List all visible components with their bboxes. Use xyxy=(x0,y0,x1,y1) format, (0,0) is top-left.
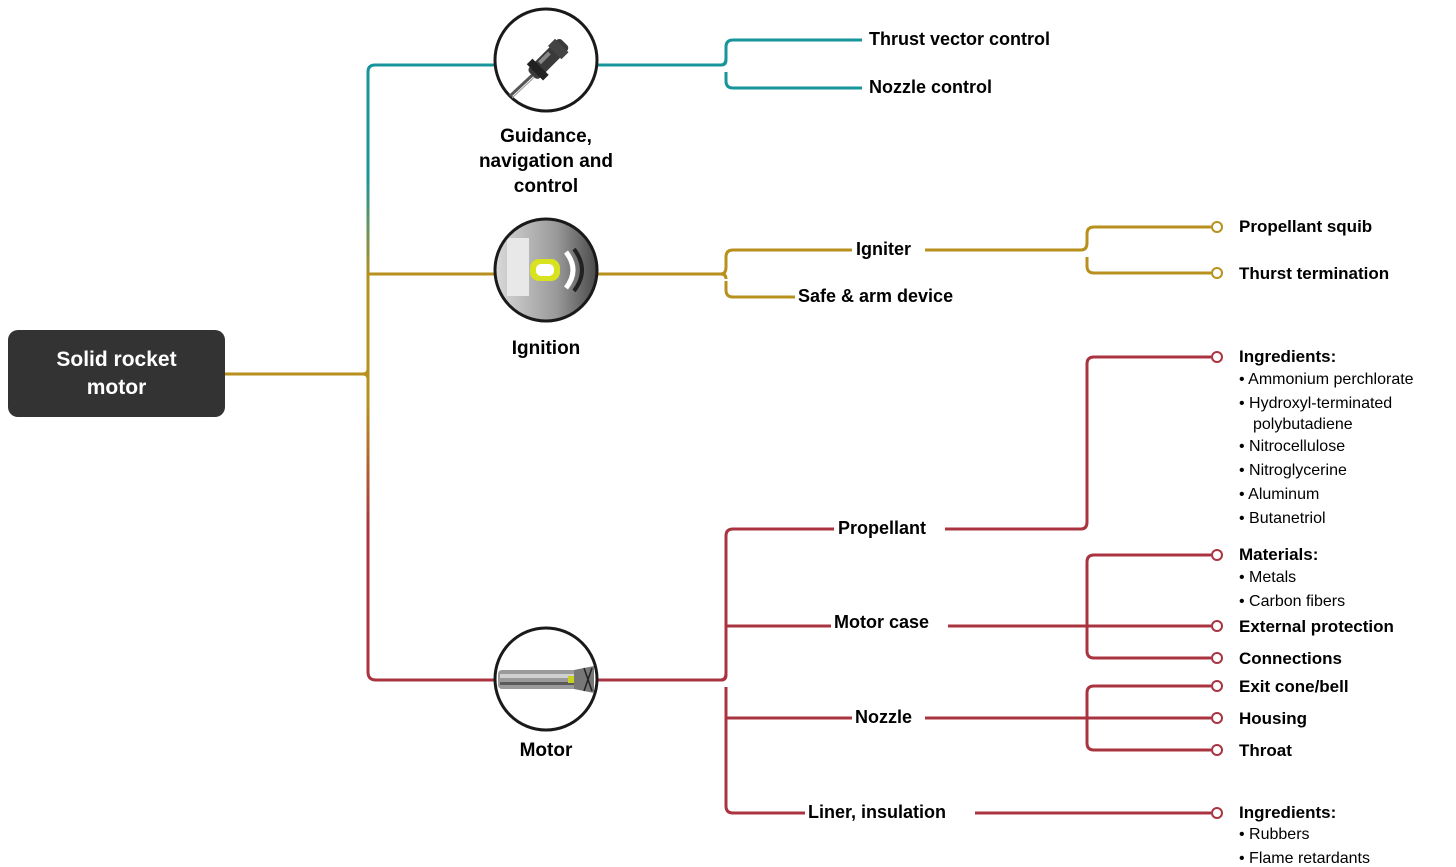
node-propellant-squib xyxy=(1211,221,1223,233)
igniter-cartridge-icon xyxy=(493,217,599,323)
node-exit-cone xyxy=(1211,680,1223,692)
nozzle-label: Nozzle xyxy=(852,707,916,728)
ignition-out-connector xyxy=(597,248,852,299)
list-item: • Flame retardants xyxy=(1239,849,1370,867)
node-throat xyxy=(1211,744,1223,756)
list-item: • Nitrocellulose xyxy=(1239,438,1346,456)
rocket-missile-icon xyxy=(493,7,599,113)
liner-ingredients-heading: Ingredients: xyxy=(1239,803,1337,822)
propellant-squib-label: Propellant squib xyxy=(1239,217,1373,236)
propellant-label: Propellant xyxy=(835,518,930,539)
root-node: Solid rocket motor xyxy=(8,330,225,417)
connections-label: Connections xyxy=(1239,649,1342,668)
list-item: • Metals xyxy=(1239,569,1297,586)
root-label: Solid rocket motor xyxy=(56,347,177,399)
housing-label: Housing xyxy=(1239,709,1307,728)
node-connections xyxy=(1211,652,1223,664)
motor-case-out-connector xyxy=(948,553,1211,660)
motor-out-connector xyxy=(597,527,852,815)
motor-caption: Motor xyxy=(519,740,573,761)
node-propellant-ingredients xyxy=(1211,351,1223,363)
list-item: • Butanetriol xyxy=(1239,509,1326,527)
external-protection-label: External protection xyxy=(1239,617,1394,636)
ignition-caption: Ignition xyxy=(511,338,581,359)
list-item: • Hydroxyl-terminated xyxy=(1239,394,1393,412)
igniter-label: Igniter xyxy=(853,239,915,260)
node-thrust-termination xyxy=(1211,267,1223,279)
node-housing xyxy=(1211,712,1223,724)
igniter-out-connector xyxy=(925,225,1211,275)
list-item: • Nitroglycerine xyxy=(1239,462,1347,480)
liner-ingredients-list: • Rubbers • Flame retardants xyxy=(1239,823,1370,867)
materials-list: • Metals • Carbon fibers xyxy=(1239,566,1345,613)
node-external-protection xyxy=(1211,620,1223,632)
list-item: • Rubbers xyxy=(1239,826,1310,843)
list-item: polybutadiene xyxy=(1253,416,1353,434)
liner-insulation-label: Liner, insulation xyxy=(805,802,950,823)
safe-arm-device-label: Safe & arm device xyxy=(798,286,954,306)
propellant-ingredients-list: • Ammonium perchlorate • Hydroxyl-termin… xyxy=(1239,368,1414,530)
node-liner-ingredients xyxy=(1211,807,1223,819)
nozzle-control-label: Nozzle control xyxy=(869,77,993,97)
gnc-out-connector xyxy=(597,38,862,90)
motor-case-label: Motor case xyxy=(831,612,933,633)
thrust-vector-control-label: Thrust vector control xyxy=(869,29,1051,49)
materials-heading: Materials: xyxy=(1239,545,1319,564)
node-materials xyxy=(1211,549,1223,561)
main-trunk xyxy=(366,63,377,682)
throat-label: Throat xyxy=(1239,741,1292,760)
gnc-caption: Guidance, navigation and control xyxy=(478,126,614,197)
nozzle-out-connector xyxy=(925,684,1211,752)
list-item: • Aluminum xyxy=(1239,485,1320,503)
exit-cone-label: Exit cone/bell xyxy=(1239,677,1349,696)
list-item: • Ammonium perchlorate xyxy=(1239,371,1414,388)
propellant-out-connector xyxy=(945,355,1211,531)
thrust-termination-label: Thurst termination xyxy=(1239,264,1390,283)
list-item: • Carbon fibers xyxy=(1239,592,1346,610)
motor-cutaway-icon xyxy=(493,626,599,732)
propellant-ingredients-heading: Ingredients: xyxy=(1239,347,1337,366)
